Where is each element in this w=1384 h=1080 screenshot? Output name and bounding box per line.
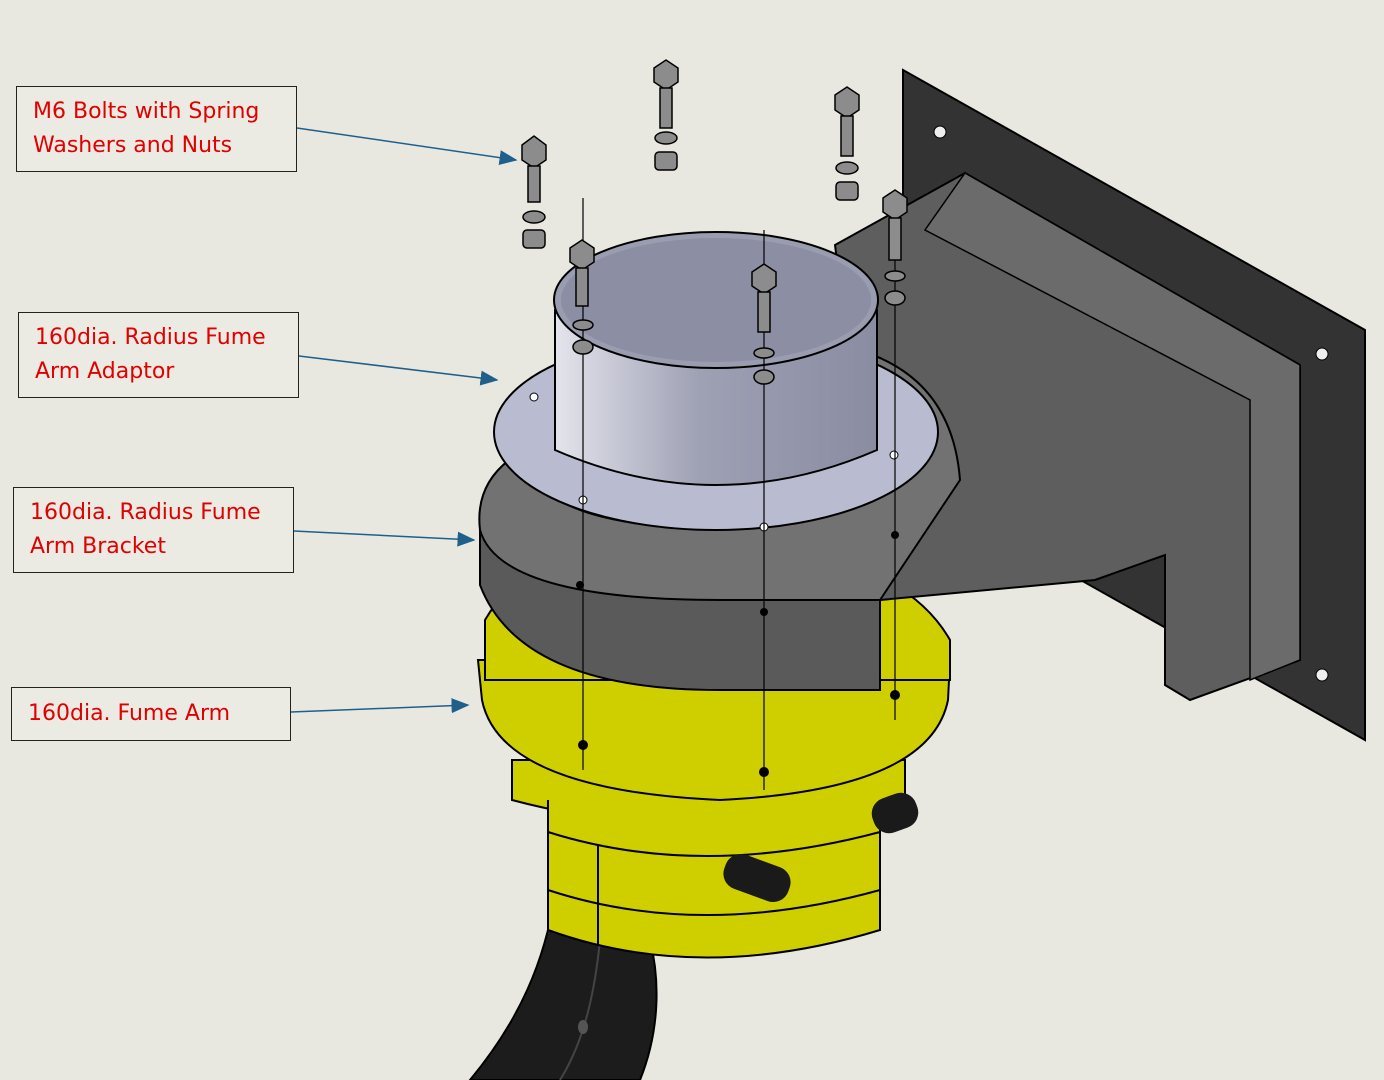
callout-adaptor-line-1: 160dia. Radius Fume — [35, 325, 266, 350]
bolt-set — [521, 59, 908, 385]
adaptor — [493, 231, 939, 532]
callout-bolts-line-1: M6 Bolts with Spring — [33, 99, 260, 124]
callout-bolts: M6 Bolts with Spring Washers and Nuts — [16, 86, 297, 172]
callout-bolts-line-2: Washers and Nuts — [33, 133, 233, 158]
callout-fume-arm: 160dia. Fume Arm — [11, 687, 291, 741]
callout-adaptor-line-2: Arm Adaptor — [35, 359, 175, 384]
leader-arrow-fume-arm — [290, 698, 470, 714]
callout-adaptor: 160dia. Radius Fume Arm Adaptor — [18, 312, 299, 398]
callout-bracket-line-1: 160dia. Radius Fume — [30, 500, 261, 525]
callout-bracket-line-2: Arm Bracket — [30, 534, 166, 559]
leader-arrows — [290, 127, 518, 714]
leader-arrow-bolts — [296, 127, 518, 166]
leader-arrow-adaptor — [298, 355, 499, 386]
leader-arrow-bracket — [293, 530, 476, 547]
callout-bracket: 160dia. Radius Fume Arm Bracket — [13, 487, 294, 573]
callout-fume-arm-line-1: 160dia. Fume Arm — [28, 701, 231, 726]
